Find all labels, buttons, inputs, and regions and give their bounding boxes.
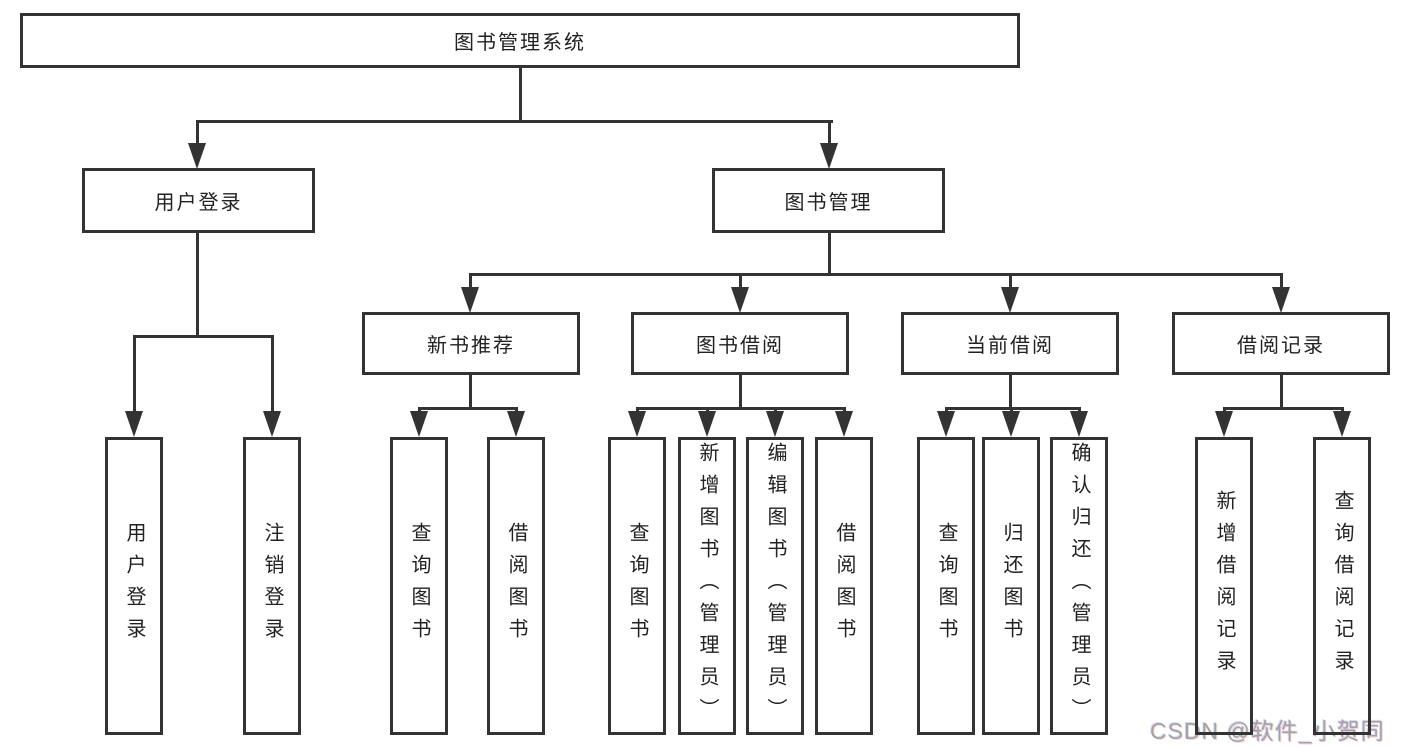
leaf-label: 用户登录 xyxy=(123,522,145,650)
arrowhead xyxy=(835,411,853,437)
leaf-user-login: 用户登录 xyxy=(105,437,163,735)
leaf-query-books-recommend: 查询图书 xyxy=(390,437,448,735)
connector-line xyxy=(196,233,199,335)
node-borrow-records-label: 借阅记录 xyxy=(1237,335,1325,357)
node-borrow-records: 借阅记录 xyxy=(1172,312,1390,375)
arrowhead xyxy=(628,411,646,437)
csdn-watermark: CSDN @软件_小贺同学 xyxy=(1150,718,1385,744)
connector-line xyxy=(828,120,831,144)
arrowhead xyxy=(1333,411,1351,437)
connector-line xyxy=(828,233,831,273)
leaf-label: 查询图书 xyxy=(626,522,648,650)
arrowhead xyxy=(461,287,479,313)
leaf-query-books-current: 查询图书 xyxy=(917,437,975,735)
leaf-return-books: 归还图书 xyxy=(982,437,1040,735)
connector-line xyxy=(1009,375,1012,407)
connector-line xyxy=(196,120,199,144)
arrowhead xyxy=(698,411,716,437)
leaf-label: 查询借阅记录 xyxy=(1331,490,1353,682)
arrowhead xyxy=(1272,287,1290,313)
leaf-label: 新增图书（管理员） xyxy=(696,442,718,730)
leaf-logout: 注销登录 xyxy=(243,437,301,735)
connector-line xyxy=(197,120,833,123)
arrowhead xyxy=(1001,287,1019,313)
leaf-borrow-books-recommend: 借阅图书 xyxy=(487,437,545,735)
connector-line xyxy=(739,273,742,290)
leaf-label: 借阅图书 xyxy=(833,522,855,650)
connector-line xyxy=(1280,375,1283,407)
arrowhead xyxy=(263,411,281,437)
leaf-edit-books-admin: 编辑图书（管理员） xyxy=(746,437,804,735)
arrowhead xyxy=(820,143,838,169)
node-book-management: 图书管理 xyxy=(712,168,945,233)
connector-line xyxy=(945,407,1081,410)
arrowhead xyxy=(188,143,206,169)
node-book-borrow-label: 图书借阅 xyxy=(696,335,784,357)
connector-line xyxy=(519,68,522,122)
arrowhead xyxy=(766,411,784,437)
node-book-management-label: 图书管理 xyxy=(784,192,873,214)
arrowhead xyxy=(731,287,749,313)
arrowhead xyxy=(507,411,525,437)
node-book-borrow: 图书借阅 xyxy=(631,312,849,375)
node-new-book-recommend: 新书推荐 xyxy=(362,312,580,375)
leaf-label: 归还图书 xyxy=(1000,522,1022,650)
leaf-label: 编辑图书（管理员） xyxy=(764,442,786,730)
connector-line xyxy=(1223,407,1344,410)
connector-line xyxy=(469,375,472,407)
connector-line xyxy=(636,407,846,410)
leaf-label: 查询图书 xyxy=(408,522,430,650)
connector-line xyxy=(470,273,1283,276)
node-new-book-recommend-label: 新书推荐 xyxy=(427,335,515,357)
connector-line xyxy=(133,335,136,411)
connector-line xyxy=(469,273,472,290)
arrowhead xyxy=(1215,411,1233,437)
connector-line xyxy=(1280,273,1283,290)
arrowhead xyxy=(410,411,428,437)
node-root-label: 图书管理系统 xyxy=(454,32,586,54)
connector-line xyxy=(133,335,274,338)
leaf-query-books-borrow: 查询图书 xyxy=(608,437,666,735)
arrowhead xyxy=(125,411,143,437)
leaf-add-books-admin: 新增图书（管理员） xyxy=(678,437,736,735)
leaf-query-borrow-record: 查询借阅记录 xyxy=(1313,437,1371,735)
node-current-borrow-label: 当前借阅 xyxy=(966,335,1054,357)
connector-line xyxy=(418,407,518,410)
node-user-login-label: 用户登录 xyxy=(154,192,243,214)
connector-line xyxy=(1009,273,1012,290)
leaf-label: 查询图书 xyxy=(935,522,957,650)
leaf-label: 新增借阅记录 xyxy=(1213,490,1235,682)
node-current-borrow: 当前借阅 xyxy=(901,312,1119,375)
leaf-label: 确认归还（管理员） xyxy=(1068,442,1090,730)
leaf-label: 注销登录 xyxy=(261,522,283,650)
arrowhead xyxy=(937,411,955,437)
leaf-borrow-books: 借阅图书 xyxy=(815,437,873,735)
arrowhead xyxy=(1070,411,1088,437)
leaf-label: 借阅图书 xyxy=(505,522,527,650)
leaf-confirm-return-admin: 确认归还（管理员） xyxy=(1050,437,1108,735)
connector-line xyxy=(739,375,742,407)
leaf-add-borrow-record: 新增借阅记录 xyxy=(1195,437,1253,735)
node-root: 图书管理系统 xyxy=(20,13,1020,68)
connector-line xyxy=(271,335,274,411)
node-user-login: 用户登录 xyxy=(82,168,315,233)
arrowhead xyxy=(1002,411,1020,437)
